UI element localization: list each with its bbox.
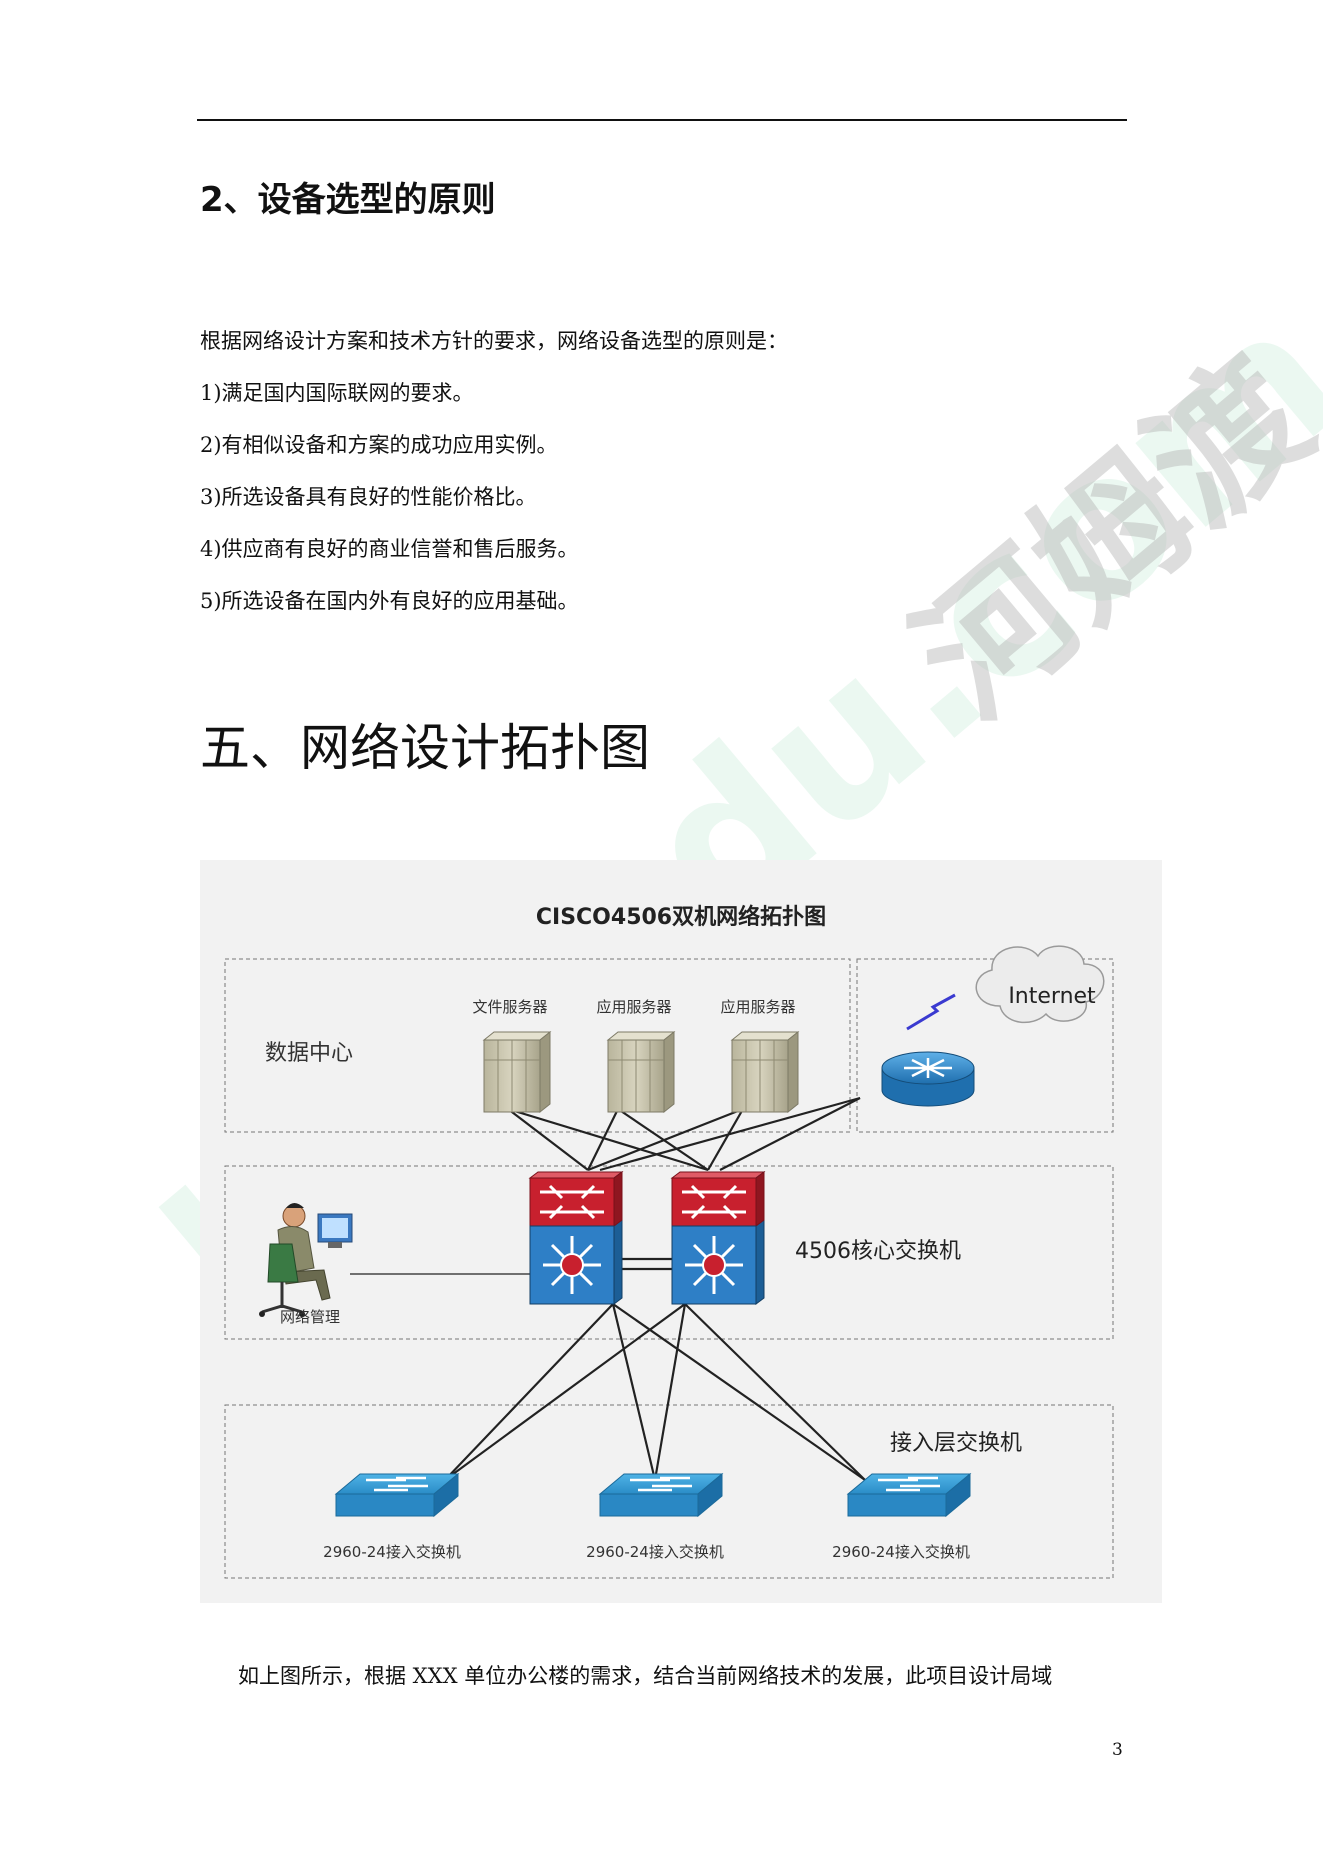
access-switch-label: 2960-24接入交换机 [832, 1543, 970, 1561]
server-label: 应用服务器 [596, 998, 671, 1016]
internet-zone [856, 958, 1114, 1133]
access-switch-icon [598, 1472, 724, 1518]
topology-diagram: CISCO4506双机网络拓扑图 数据中心 文件服务器 应用服务器 应用服务器 … [200, 860, 1162, 1603]
data-center-label: 数据中心 [265, 1041, 353, 1066]
network-admin-icon [259, 1203, 353, 1317]
app-server-icon [731, 1031, 799, 1113]
access-zone [224, 1404, 1114, 1579]
file-server-icon [483, 1031, 551, 1113]
access-switch-icon [334, 1472, 460, 1518]
management-label: 网络管理 [280, 1308, 340, 1326]
access-switch-icon [846, 1472, 972, 1518]
chapter-title: 五、网络设计拓扑图 [200, 719, 650, 777]
internet-cloud-icon [975, 945, 1105, 1024]
watermark-brand: 河姆渡 [885, 327, 1323, 751]
router-icon [881, 1051, 975, 1107]
wan-link [906, 993, 956, 1031]
internet-label: Internet [1008, 984, 1096, 1009]
access-zone-label: 接入层交换机 [890, 1431, 1022, 1456]
section-intro: 根据网络设计方案和技术方针的要求，网络设备选型的原则是： [200, 329, 788, 353]
server-label: 应用服务器 [720, 998, 795, 1016]
server-label: 文件服务器 [472, 998, 547, 1016]
principle-item: 5)所选设备在国内外有良好的应用基础。 [200, 589, 579, 613]
principle-item: 2)有相似设备和方案的成功应用实例。 [200, 433, 558, 457]
header-rule [197, 119, 1127, 121]
principle-item: 3)所选设备具有良好的性能价格比。 [200, 485, 537, 509]
section-title: 2、设备选型的原则 [200, 180, 496, 220]
core-zone [224, 1165, 1114, 1340]
network-links [444, 1096, 866, 1481]
access-switch-label: 2960-24接入交换机 [586, 1543, 724, 1561]
app-server-icon [607, 1031, 675, 1113]
diagram-title: CISCO4506双机网络拓扑图 [536, 904, 826, 930]
principle-item: 4)供应商有良好的商业信誉和售后服务。 [200, 537, 579, 561]
page-number: 3 [1112, 1740, 1123, 1760]
core-switch-icon [670, 1170, 766, 1306]
diagram-caption-paragraph: 如上图所示，根据 XXX 单位办公楼的需求，结合当前网络技术的发展，此项目设计局… [238, 1664, 1053, 1688]
core-switch-icon [528, 1170, 624, 1306]
core-switch-label: 4506核心交换机 [795, 1239, 961, 1264]
principle-item: 1)满足国内国际联网的要求。 [200, 381, 474, 405]
access-switch-label: 2960-24接入交换机 [323, 1543, 461, 1561]
